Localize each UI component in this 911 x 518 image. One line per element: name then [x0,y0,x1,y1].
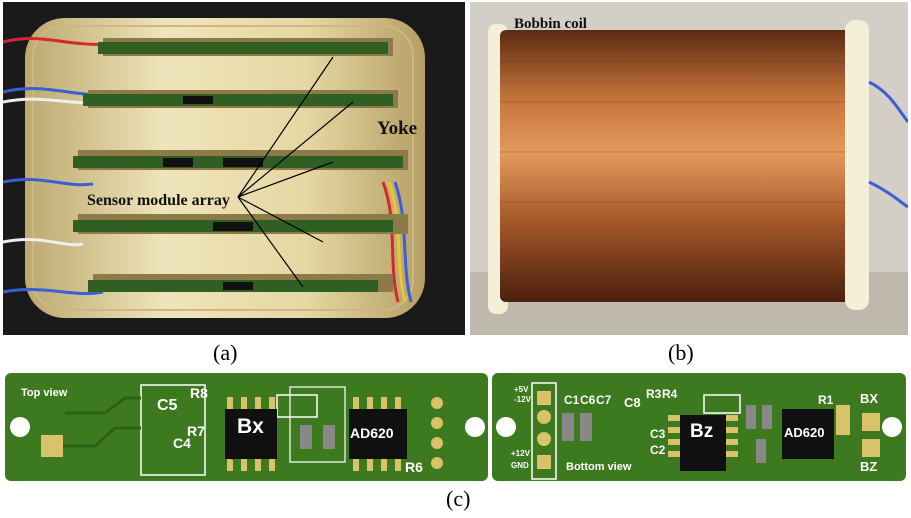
bx-chip-label: Bx [237,415,264,438]
bz-chip-label: Bz [690,421,714,442]
silk-c7: C7 [596,393,612,407]
caption-a: (a) [213,340,238,365]
silk-gnd: GND [511,461,529,470]
silk-c2: C2 [650,443,666,457]
silk-c4: C4 [173,435,191,451]
bx-sensor-chip [225,409,277,459]
pcb-bottom-view: Bz AD620 Bottom view +5V -12V +12V GND C… [492,373,906,481]
yoke-label: Yoke [377,118,418,139]
bobbin-coil-drawing [470,2,908,335]
silk-c6: C6 [580,393,596,407]
sensor-array-photo: Yoke Sensor module array [3,2,465,335]
silk-bx: BX [860,391,879,406]
silk-c5: C5 [157,397,178,414]
silk-r7: R7 [187,423,205,439]
silk-r8: R8 [190,385,208,401]
silk-bz: BZ [860,459,878,474]
silk-r1: R1 [818,393,834,407]
ad620-chip-bottom [782,409,834,459]
ad620-top-label: AD620 [350,425,394,441]
ad620-bottom-label: AD620 [784,425,825,440]
bobbin-coil-label: Bobbin coil [514,16,587,32]
silk-r4: R4 [662,387,678,401]
silk-c8: C8 [624,395,641,410]
silk-plus12v: +12V [511,449,530,458]
caption-b: (b) [668,340,694,365]
silk-r6: R6 [405,459,423,475]
silk-plus5v: +5V [514,385,529,394]
ad620-chip-top [349,409,407,459]
silk-r3: R3 [646,387,662,401]
sensor-module-label: Sensor module array [87,192,230,209]
silk-c1: C1 [564,393,580,407]
bz-sensor-chip [680,415,726,471]
caption-c: (c) [446,486,471,511]
silk-c3: C3 [650,427,666,441]
silk-minus12v: -12V [514,395,531,404]
bobbin-coil-photo: Bobbin coil [470,2,908,335]
bottom-view-label: Bottom view [566,461,632,473]
sensor-array-drawing [3,2,465,335]
top-view-label: Top view [21,387,68,399]
pcb-top-view: Bx AD620 Top view C5 R8 R7 C4 R6 [5,373,488,481]
